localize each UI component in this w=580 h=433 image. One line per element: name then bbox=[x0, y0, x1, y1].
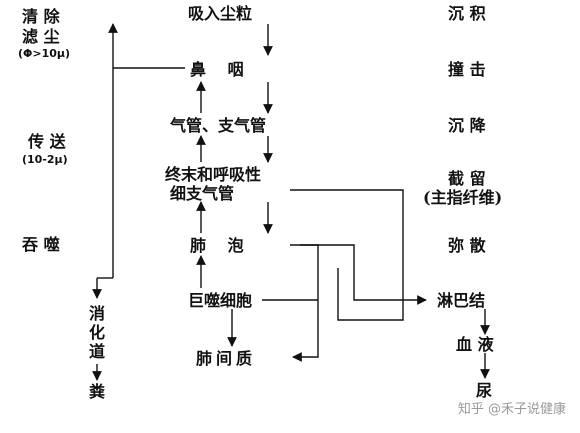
node-alveoli: 肺 泡 bbox=[190, 236, 252, 255]
label-transport: 传 送 bbox=[28, 132, 66, 151]
node-terminal-bronchiole-2: 细支气管 bbox=[170, 184, 235, 203]
label-interception-note: (主指纤维) bbox=[423, 188, 503, 207]
node-interstitium: 肺间质 bbox=[196, 349, 257, 368]
label-transport-size: (10-2μ) bbox=[22, 153, 68, 166]
watermark-text: 知乎 @禾子说健康 bbox=[457, 402, 566, 417]
label-phagocytosis: 吞 噬 bbox=[22, 235, 60, 254]
node-digestive-1: 消 bbox=[89, 304, 106, 323]
node-nose-pharynx: 鼻 咽 bbox=[190, 60, 252, 79]
label-clear: 清 除 bbox=[22, 7, 60, 26]
label-impaction: 撞 击 bbox=[448, 60, 486, 79]
node-terminal-bronchiole-1: 终末和呼吸性 bbox=[165, 165, 262, 184]
label-diffusion: 弥 散 bbox=[448, 236, 486, 255]
arrow-alveoli-to-interstitium bbox=[290, 244, 319, 362]
node-urine: 尿 bbox=[476, 381, 493, 400]
label-interception: 截 留 bbox=[448, 169, 486, 188]
label-filter: 滤 尘 bbox=[22, 27, 60, 46]
node-digestive-2: 化 bbox=[89, 323, 106, 342]
node-trachea-bronchi: 气管、支气管 bbox=[170, 116, 267, 135]
node-blood: 血 液 bbox=[456, 335, 494, 354]
line-bronchiole-to-lymph bbox=[290, 189, 404, 321]
arrow-alveoli-to-lymph bbox=[300, 244, 427, 305]
label-deposition: 沉 积 bbox=[448, 4, 486, 23]
node-lymph-node: 淋巴结 bbox=[437, 291, 486, 310]
node-feces: 粪 bbox=[89, 382, 106, 401]
label-sedimentation: 沉 降 bbox=[448, 116, 486, 135]
node-digestive-3: 道 bbox=[89, 342, 106, 361]
node-macrophage: 巨噬细胞 bbox=[188, 291, 253, 310]
label-clear-size: (Φ>10μ) bbox=[18, 47, 71, 60]
node-inhale-dust: 吸入尘粒 bbox=[188, 4, 253, 23]
